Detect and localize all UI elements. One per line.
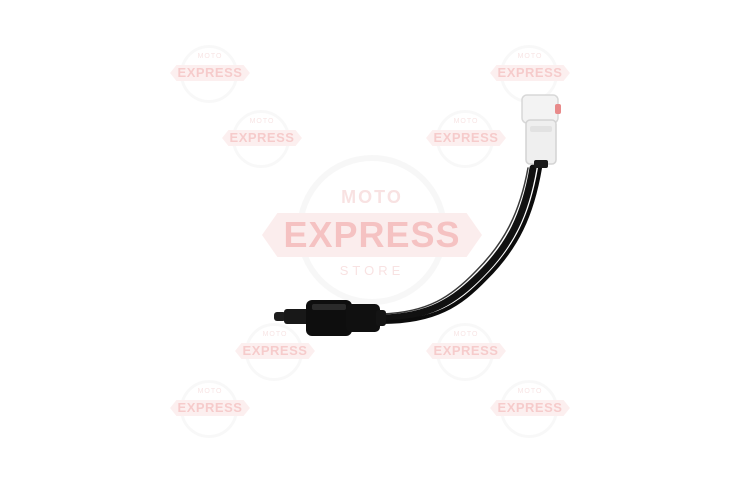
switch-body xyxy=(274,300,386,336)
watermark-large-top-text: MOTO xyxy=(341,187,403,207)
watermark-main-text: EXPRESS xyxy=(242,343,308,358)
watermark-top-text: MOTO xyxy=(453,118,479,125)
watermark-logo-large: MOTO EXPRESS STORE xyxy=(262,155,482,305)
watermark-main-text: EXPRESS xyxy=(497,400,563,415)
watermark-main-text: EXPRESS xyxy=(229,130,295,145)
white-connector xyxy=(521,94,561,168)
watermark-main-text: EXPRESS xyxy=(177,400,243,415)
watermark-top-text: MOTO xyxy=(197,53,223,60)
watermark-top-text: MOTO xyxy=(517,53,543,60)
watermark-logo: MOTO EXPRESS xyxy=(222,110,302,170)
watermark-large-bottom-text: STORE xyxy=(339,263,405,278)
sensor-cable-highlight xyxy=(379,167,529,315)
watermark-logo: MOTO EXPRESS xyxy=(170,380,250,440)
watermark-main-text: EXPRESS xyxy=(433,130,499,145)
watermark-large-main-text: EXPRESS xyxy=(283,214,461,255)
watermark-logo: MOTO EXPRESS xyxy=(426,110,506,170)
watermark-logo: MOTO EXPRESS xyxy=(170,45,250,105)
watermark-main-text: EXPRESS xyxy=(177,65,243,80)
watermark-logo: MOTO EXPRESS xyxy=(490,45,570,105)
watermark-top-text: MOTO xyxy=(249,118,275,125)
watermark-top-text: MOTO xyxy=(197,388,223,395)
sensor-cable xyxy=(374,164,537,322)
watermark-logo: MOTO EXPRESS xyxy=(235,323,315,383)
watermark-main-text: EXPRESS xyxy=(433,343,499,358)
watermark-logo: MOTO EXPRESS xyxy=(490,380,570,440)
watermark-top-text: MOTO xyxy=(517,388,543,395)
watermark-top-text: MOTO xyxy=(262,331,288,338)
watermark-logo: MOTO EXPRESS xyxy=(426,323,506,383)
sensor-cable-second xyxy=(380,166,542,324)
watermark-top-text: MOTO xyxy=(453,331,479,338)
watermark-main-text: EXPRESS xyxy=(497,65,563,80)
